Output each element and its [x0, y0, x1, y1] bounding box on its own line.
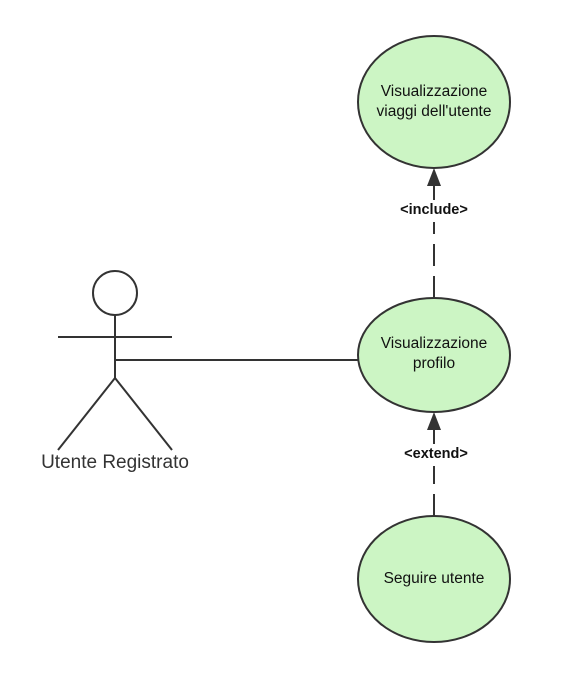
include-arrowhead [427, 168, 441, 186]
actor-left-leg [57, 377, 116, 451]
use-case-label-visualizzazione-profilo: Visualizzazione profilo [380, 334, 488, 372]
actor-figure [57, 270, 173, 451]
use-case-visualizzazione-profilo [357, 297, 511, 413]
include-relationship-label: <include> [388, 200, 480, 222]
use-case-label-visualizzazione-viaggi: Visualizzazione viaggi dell'utente [376, 82, 492, 120]
use-case-seguire-utente [357, 515, 511, 643]
actor-name-label: Utente Registrato [41, 452, 189, 474]
extend-relationship-label: <extend> [390, 444, 482, 466]
actor-head [92, 270, 138, 316]
extend-arrowhead [427, 412, 441, 430]
actor-right-leg [114, 377, 173, 451]
use-case-visualizzazione-viaggi [357, 35, 511, 169]
use-case-label-seguire-utente: Seguire utente [383, 569, 485, 587]
